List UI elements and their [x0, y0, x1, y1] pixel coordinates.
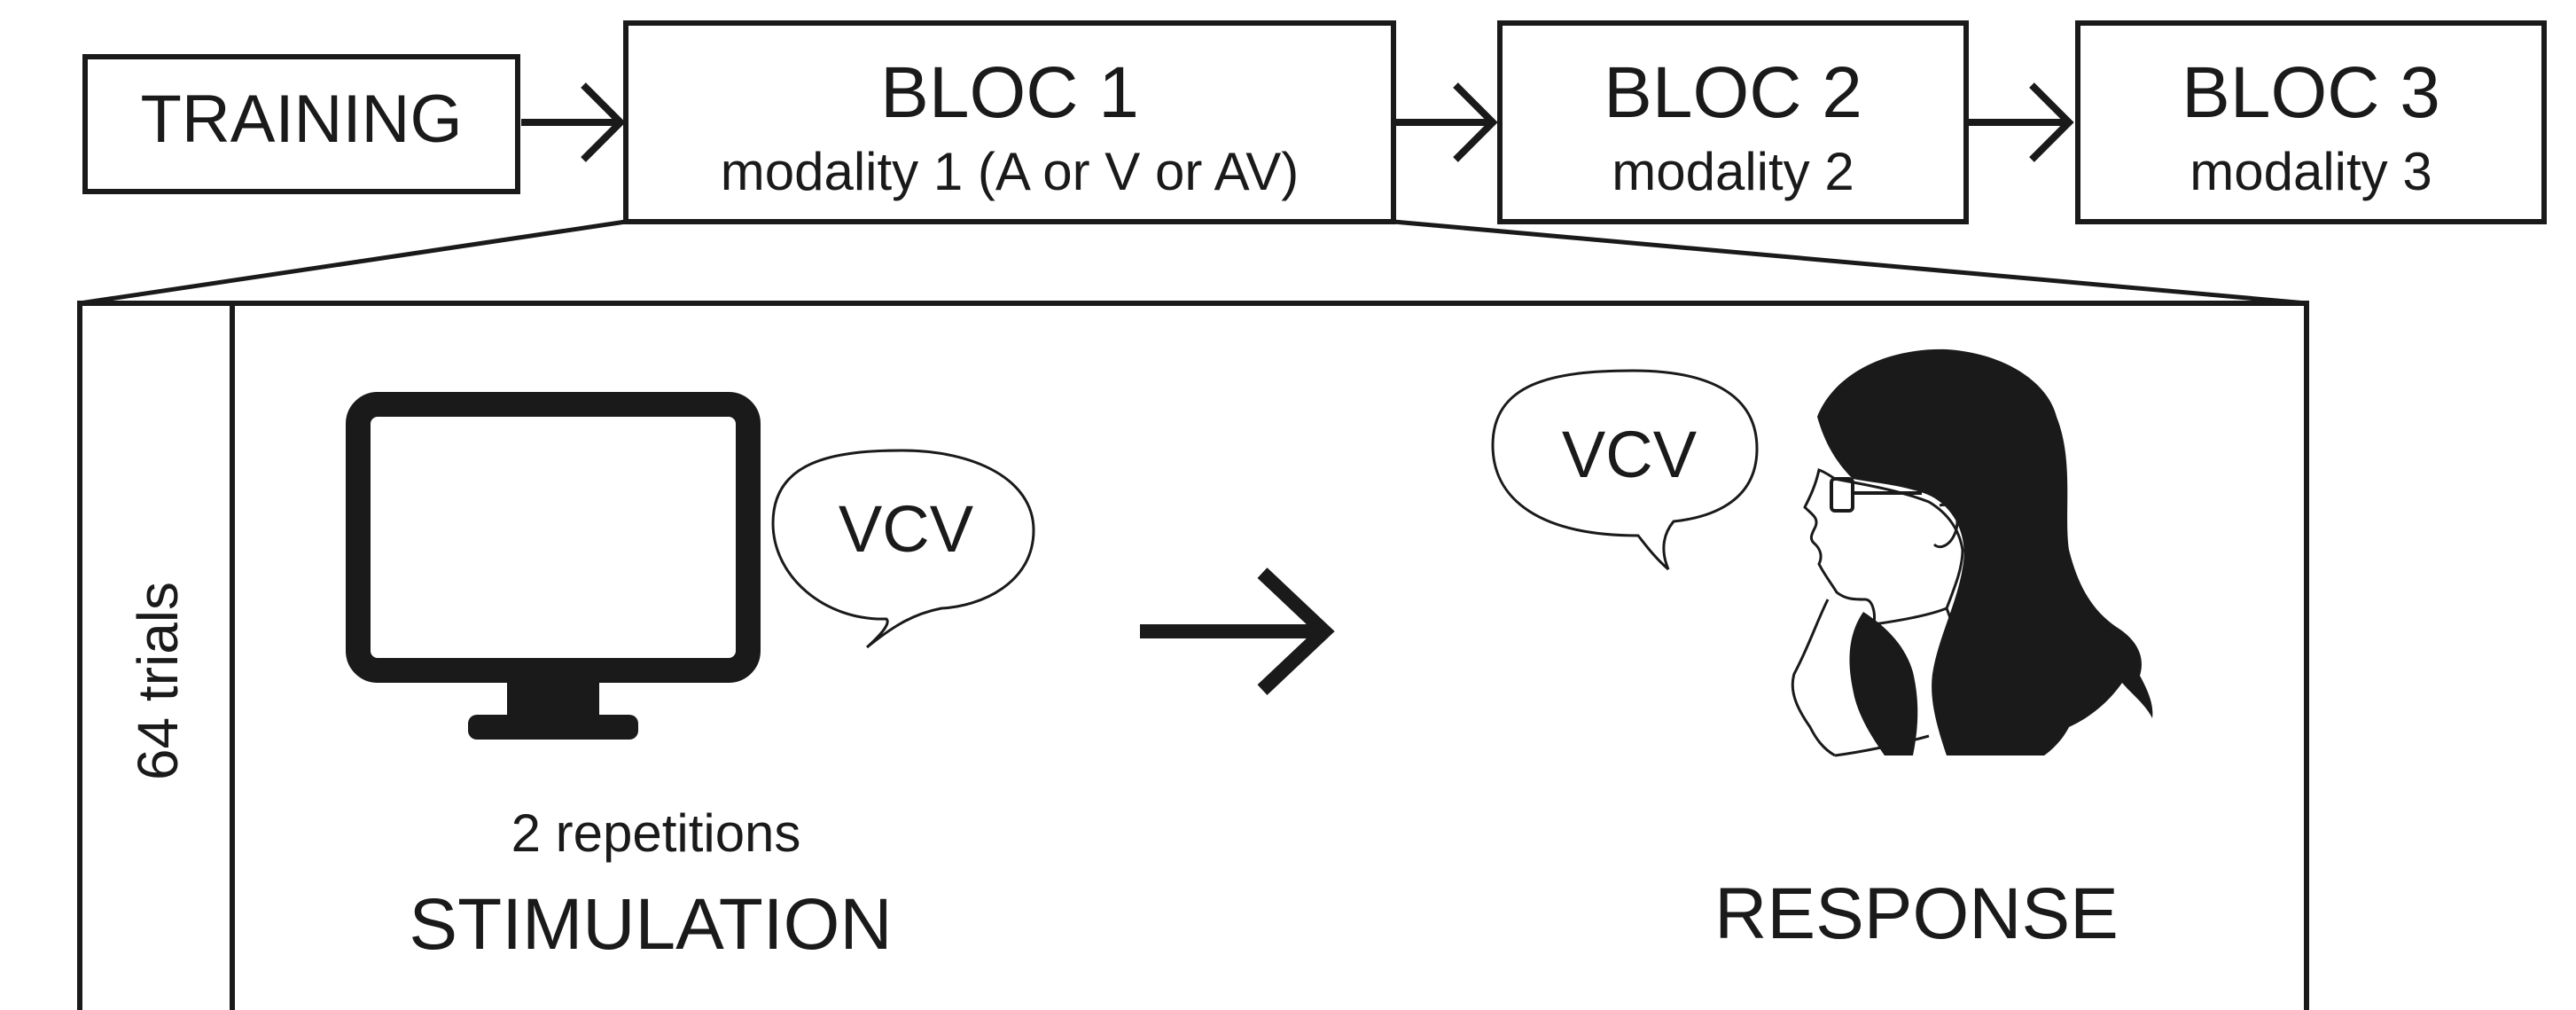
response-label: RESPONSE	[1714, 873, 2119, 954]
stimulus-bubble-text: VCV	[839, 492, 974, 566]
speech-bubble-icon: VCV	[1491, 369, 1759, 571]
bloc-1-title: BLOC 1	[880, 52, 1139, 133]
arrow-right-icon	[521, 82, 626, 162]
bloc-3-title: BLOC 3	[2182, 52, 2440, 133]
person-profile-icon	[1791, 348, 2153, 757]
trials-count-label: 64 trials	[126, 582, 190, 780]
training-label: TRAINING	[140, 82, 462, 157]
training-box: TRAINING	[82, 54, 520, 194]
bloc-1-box: BLOC 1 modality 1 (A or V or AV)	[623, 20, 1396, 224]
repetitions-label: 2 repetitions	[511, 803, 801, 863]
bloc-3-subtitle: modality 3	[2190, 142, 2432, 201]
stimulation-label: STIMULATION	[409, 884, 892, 965]
response-bubble-text: VCV	[1562, 418, 1698, 491]
bloc-2-title: BLOC 2	[1604, 52, 1862, 133]
bloc-2-box: BLOC 2 modality 2	[1497, 20, 1969, 224]
bloc-1-subtitle: modality 1 (A or V or AV)	[721, 142, 1299, 201]
speech-bubble-icon: VCV	[771, 449, 1035, 649]
arrow-right-icon	[1140, 568, 1335, 695]
monitor-icon	[346, 392, 761, 740]
flow-row: TRAINING BLOC 1 modality 1 (A or V or AV…	[82, 20, 2547, 224]
bloc-3-box: BLOC 3 modality 3	[2075, 20, 2547, 224]
bloc-2-subtitle: modality 2	[1612, 142, 1854, 201]
zoom-connector	[79, 219, 2307, 306]
arrow-right-icon	[1395, 82, 1498, 162]
arrow-right-icon	[1968, 82, 2074, 162]
trial-panel: 64 trials VCV VCV	[77, 301, 2309, 1010]
